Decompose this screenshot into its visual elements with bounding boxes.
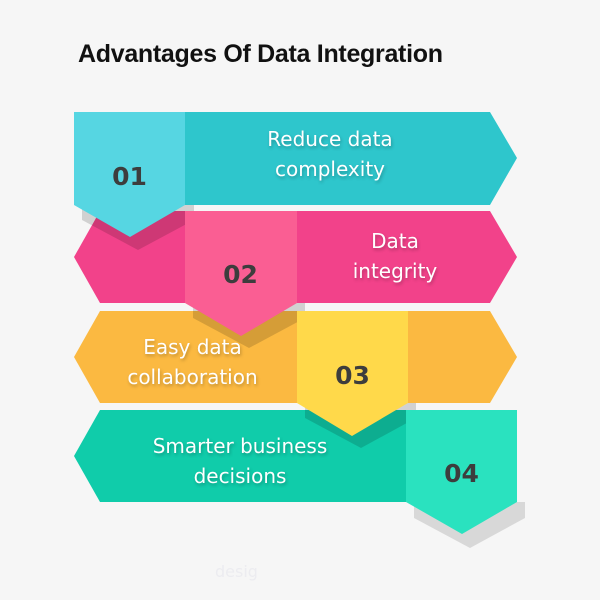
step-4-label-line1: Smarter business (152, 434, 328, 458)
watermark: desig (215, 562, 258, 581)
step-4-label: Smarter business decisions (120, 431, 360, 491)
step-1-label-line1: Reduce data (267, 127, 393, 151)
step-4-tab (406, 410, 517, 534)
step-3-label: Easy data collaboration (100, 332, 285, 392)
step-3-label-line2: collaboration (127, 365, 258, 389)
step-2-label-line2: integrity (352, 259, 438, 283)
step-4-label-line2: decisions (193, 464, 287, 488)
step-1-label-line2: complexity (275, 157, 385, 181)
step-1-label: Reduce data complexity (230, 124, 430, 184)
step-3-tab (297, 311, 408, 436)
step-2-number: 02 (223, 260, 258, 289)
step-2-tab (185, 211, 297, 336)
step-4-number: 04 (444, 459, 479, 488)
step-3-label-line1: Easy data (143, 335, 242, 359)
step-1-number: 01 (112, 162, 147, 191)
page-title: Advantages Of Data Integration (78, 40, 443, 68)
step-2-label-line1: Data (371, 229, 419, 253)
step-1-tab (74, 112, 185, 237)
step-3-number: 03 (335, 361, 370, 390)
step-2-label: Data integrity (310, 226, 480, 286)
